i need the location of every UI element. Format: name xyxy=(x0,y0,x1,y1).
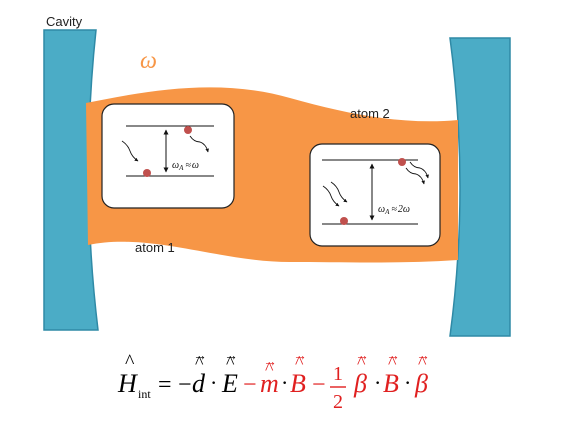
atom-2-frequency-relation: ωA≈2ω xyxy=(378,204,410,216)
emitted-photon-icon xyxy=(405,167,425,185)
minus-sign: − xyxy=(178,372,192,398)
beta-symbol: β xyxy=(414,369,428,398)
beta-hat: ^ xyxy=(418,352,427,372)
incoming-photon-icon xyxy=(330,181,348,203)
beta-arrow: → xyxy=(416,349,430,364)
magnetic-moment-symbol: m xyxy=(260,369,279,398)
hamiltonian-hat: ^ xyxy=(125,351,135,373)
E-arrow: → xyxy=(224,349,238,364)
d-hat: ^ xyxy=(195,352,204,372)
beta-symbol: β xyxy=(353,369,367,398)
equals-sign: = xyxy=(158,372,172,398)
incoming-photon-icon xyxy=(121,140,139,162)
atom-1-frequency-relation: ωA≈ω xyxy=(172,160,199,172)
minus-sign: − xyxy=(243,372,257,398)
m-hat: ^ xyxy=(265,358,274,378)
emitted-photon-icon xyxy=(409,161,429,179)
incoming-photon-icon xyxy=(322,185,340,207)
m-arrow: → xyxy=(263,355,277,370)
magnetic-field-symbol: B xyxy=(290,369,306,398)
interaction-hamiltonian: ^ H int = − → ^ d · → ^ E − → ^ m · → ^ … xyxy=(117,349,430,413)
right-mirror xyxy=(449,37,511,337)
fraction-denominator: 2 xyxy=(333,391,343,413)
dot-operator: · xyxy=(210,370,217,395)
beta-hat: ^ xyxy=(357,352,366,372)
hamiltonian-symbol: H xyxy=(117,369,138,398)
dot-operator: · xyxy=(404,370,411,395)
atom-1-label: atom 1 xyxy=(135,240,175,255)
field-frequency-label: ω xyxy=(140,48,157,74)
E-hat: ^ xyxy=(226,352,235,372)
B-hat: ^ xyxy=(295,352,304,372)
atom-1-box: ωA≈ω xyxy=(101,103,235,209)
hamiltonian-subscript: int xyxy=(138,387,151,401)
beta-arrow: → xyxy=(355,349,369,364)
B-hat: ^ xyxy=(388,352,397,372)
atom-2-box: ωA≈2ω xyxy=(309,143,441,247)
dot-operator: · xyxy=(281,370,288,395)
dot-operator: · xyxy=(374,370,381,395)
minus-sign: − xyxy=(312,372,326,398)
B-arrow: → xyxy=(386,349,400,364)
fraction-numerator: 1 xyxy=(333,363,343,385)
dipole-symbol: d xyxy=(192,369,206,398)
magnetic-field-symbol: B xyxy=(383,369,399,398)
d-arrow: → xyxy=(193,349,207,364)
atom-1-electron-lower xyxy=(143,169,151,177)
atom-2-label: atom 2 xyxy=(350,106,390,121)
atom-1-electron-upper xyxy=(184,126,192,134)
atom-2-electron-lower xyxy=(340,217,348,225)
B-arrow: → xyxy=(293,349,307,364)
electric-field-symbol: E xyxy=(221,369,238,398)
emitted-photon-icon xyxy=(189,135,209,153)
atom-2-electron-upper xyxy=(398,158,406,166)
cavity-label: Cavity xyxy=(46,14,83,29)
